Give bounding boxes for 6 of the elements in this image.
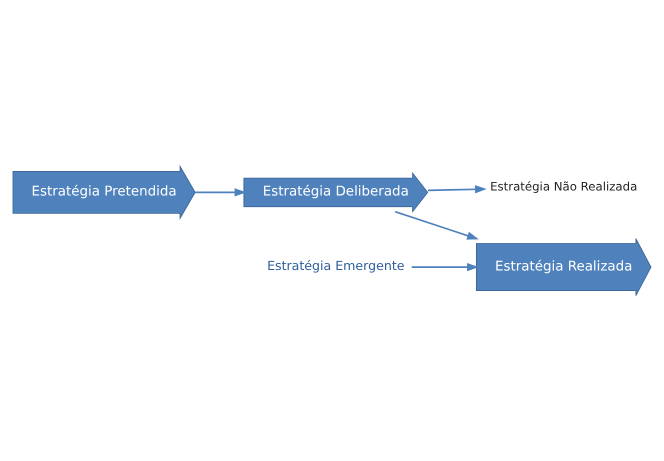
arrow: [394, 210, 479, 240]
node-text: Estratégia Não Realizada: [490, 178, 638, 193]
arrow: [195, 188, 246, 196]
arrow: [428, 184, 487, 193]
node-text: Estratégia Emergente: [267, 258, 404, 273]
arrow: [412, 262, 479, 271]
